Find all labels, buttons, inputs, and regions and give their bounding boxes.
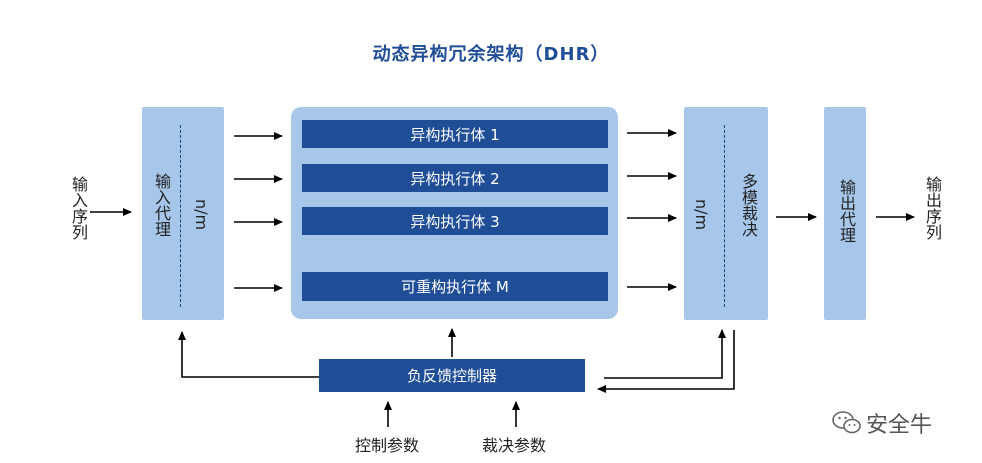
input-proxy-box: 输入代理 n/m <box>142 107 224 320</box>
executor-m: 可重构执行体 M <box>302 272 608 301</box>
multimode-vote-box: n/m 多模裁决 <box>684 107 768 320</box>
arrow-feedback-to-input <box>178 331 319 378</box>
input-nm-label: n/m <box>192 199 211 231</box>
feedback-controller: 负反馈控制器 <box>319 359 585 392</box>
arrow-feedback-to-vote <box>604 329 726 379</box>
watermark-text: 安全牛 <box>866 413 933 438</box>
wechat-icon <box>832 411 861 434</box>
vote-params-label: 裁决参数 <box>482 436 547 455</box>
watermark: 安全牛 <box>832 407 932 439</box>
arrow-vote-to-feedback <box>597 330 735 393</box>
output-nm-label: n/m <box>692 199 711 231</box>
executors-container: 异构执行体 1 异构执行体 2 异构执行体 3 可重构执行体 M <box>291 107 618 319</box>
output-proxy-box: 输出代理 <box>824 107 866 320</box>
output-proxy-label: 输出代理 <box>837 179 856 243</box>
executor-3: 异构执行体 3 <box>302 207 608 235</box>
input-proxy-label: 输入代理 <box>152 173 171 237</box>
executor-1: 异构执行体 1 <box>302 120 608 148</box>
multimode-vote-label: 多模裁决 <box>739 173 758 237</box>
input-proxy-divider <box>180 125 181 307</box>
vote-divider <box>724 125 725 307</box>
diagram-title: 动态异构冗余架构（DHR） <box>372 44 610 65</box>
output-sequence-label: 输出序列 <box>923 176 942 240</box>
control-params-label: 控制参数 <box>355 436 420 455</box>
input-sequence-label: 输入序列 <box>69 176 88 240</box>
executor-2: 异构执行体 2 <box>302 164 608 192</box>
